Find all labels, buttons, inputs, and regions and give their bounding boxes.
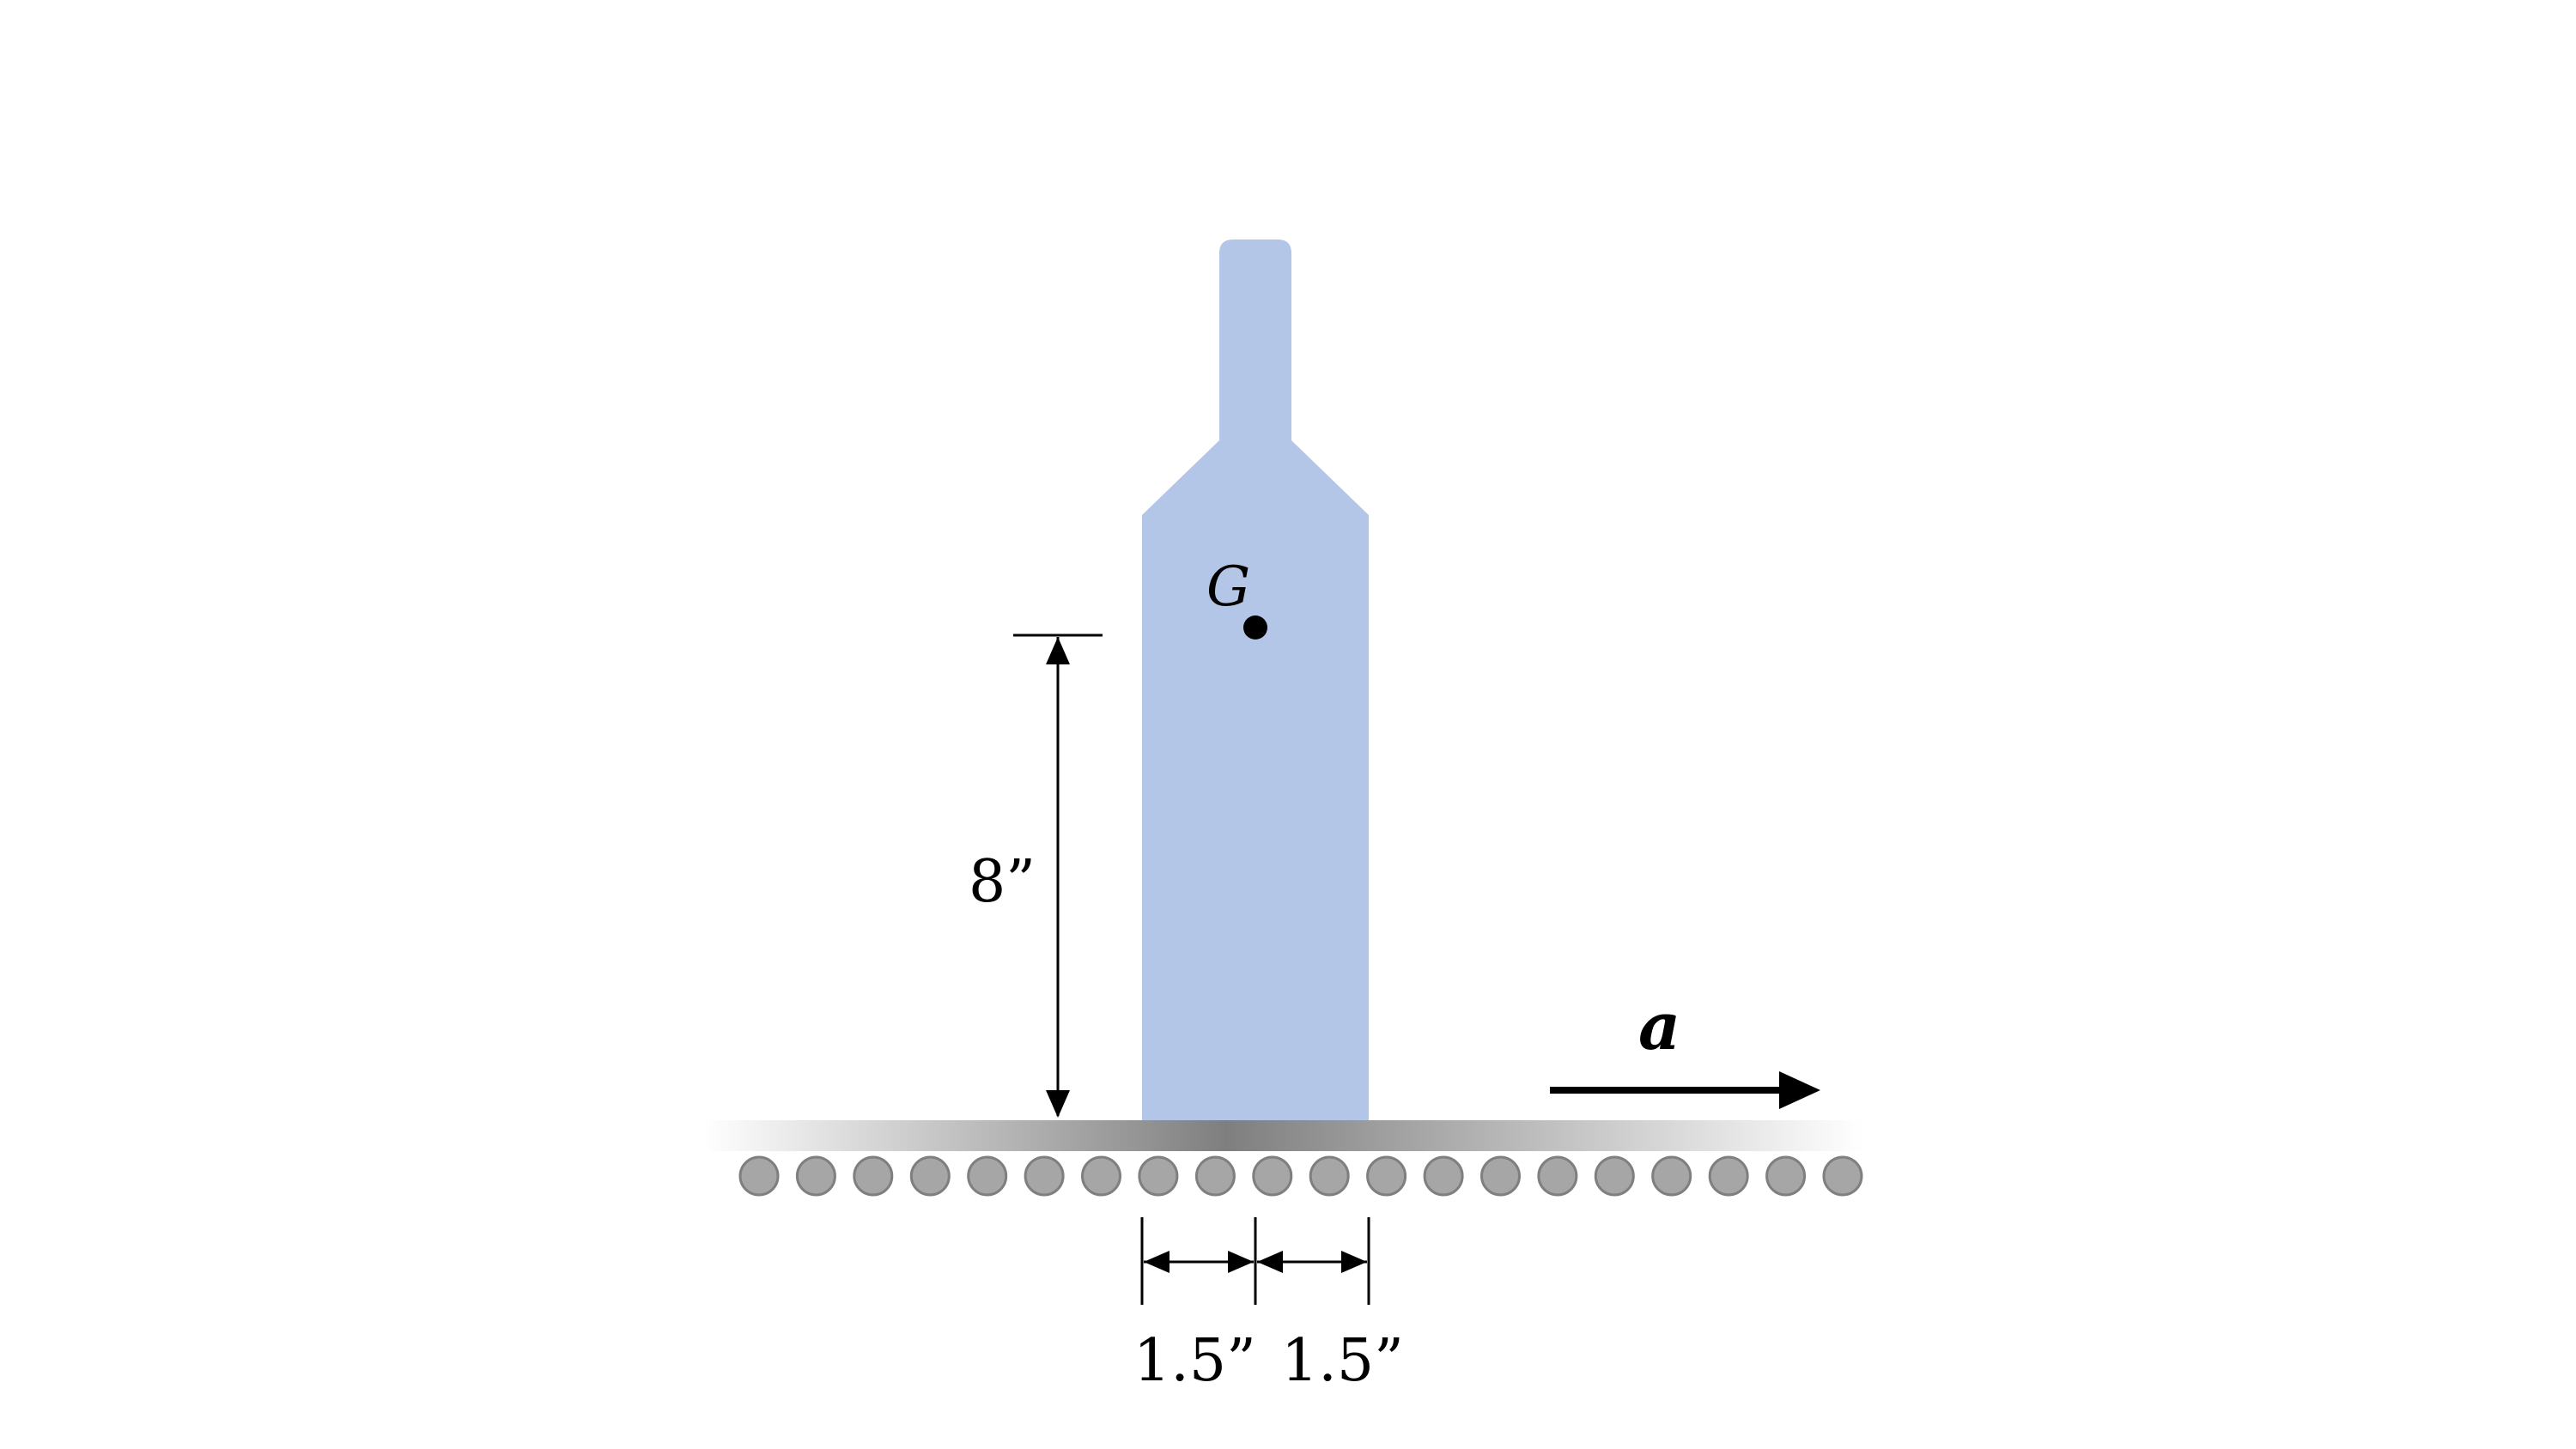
conveyor-roller bbox=[1708, 1155, 1749, 1197]
conveyor-roller bbox=[1480, 1155, 1521, 1197]
width-right-arrow-b bbox=[1341, 1251, 1367, 1273]
width-left-arrow-a bbox=[1144, 1251, 1170, 1273]
bottle-body bbox=[1142, 239, 1369, 1120]
conveyor-roller bbox=[1594, 1155, 1635, 1197]
conveyor-roller bbox=[1423, 1155, 1464, 1197]
width-right-label: 1.5” bbox=[1281, 1327, 1404, 1395]
conveyor-roller bbox=[1024, 1155, 1065, 1197]
acceleration-label: a bbox=[1638, 988, 1680, 1064]
conveyor-belt bbox=[704, 1120, 1863, 1151]
conveyor-roller bbox=[1765, 1155, 1807, 1197]
conveyor-rollers bbox=[738, 1155, 1863, 1197]
height-dimension-label: 8” bbox=[969, 848, 1036, 916]
conveyor-roller bbox=[1194, 1155, 1236, 1197]
width-left-arrow-b bbox=[1228, 1251, 1254, 1273]
conveyor-roller bbox=[1537, 1155, 1578, 1197]
conveyor-roller bbox=[1822, 1155, 1863, 1197]
acceleration-arrow-head bbox=[1779, 1071, 1820, 1109]
cg-label: G bbox=[1206, 555, 1250, 619]
conveyor-roller bbox=[967, 1155, 1008, 1197]
conveyor-roller bbox=[1366, 1155, 1407, 1197]
center-of-gravity-dot bbox=[1243, 615, 1267, 640]
conveyor-roller bbox=[1651, 1155, 1692, 1197]
conveyor-roller bbox=[1081, 1155, 1121, 1197]
height-arrow-down bbox=[1046, 1090, 1070, 1118]
conveyor-roller bbox=[1138, 1155, 1179, 1197]
conveyor-roller bbox=[1309, 1155, 1350, 1197]
conveyor-roller bbox=[795, 1155, 836, 1197]
conveyor-roller bbox=[909, 1155, 951, 1197]
conveyor-roller bbox=[853, 1155, 894, 1197]
conveyor-roller bbox=[1252, 1155, 1293, 1197]
conveyor-roller bbox=[738, 1155, 780, 1197]
width-right-arrow-a bbox=[1257, 1251, 1283, 1273]
width-left-label: 1.5” bbox=[1133, 1327, 1256, 1395]
height-arrow-up bbox=[1046, 637, 1070, 664]
